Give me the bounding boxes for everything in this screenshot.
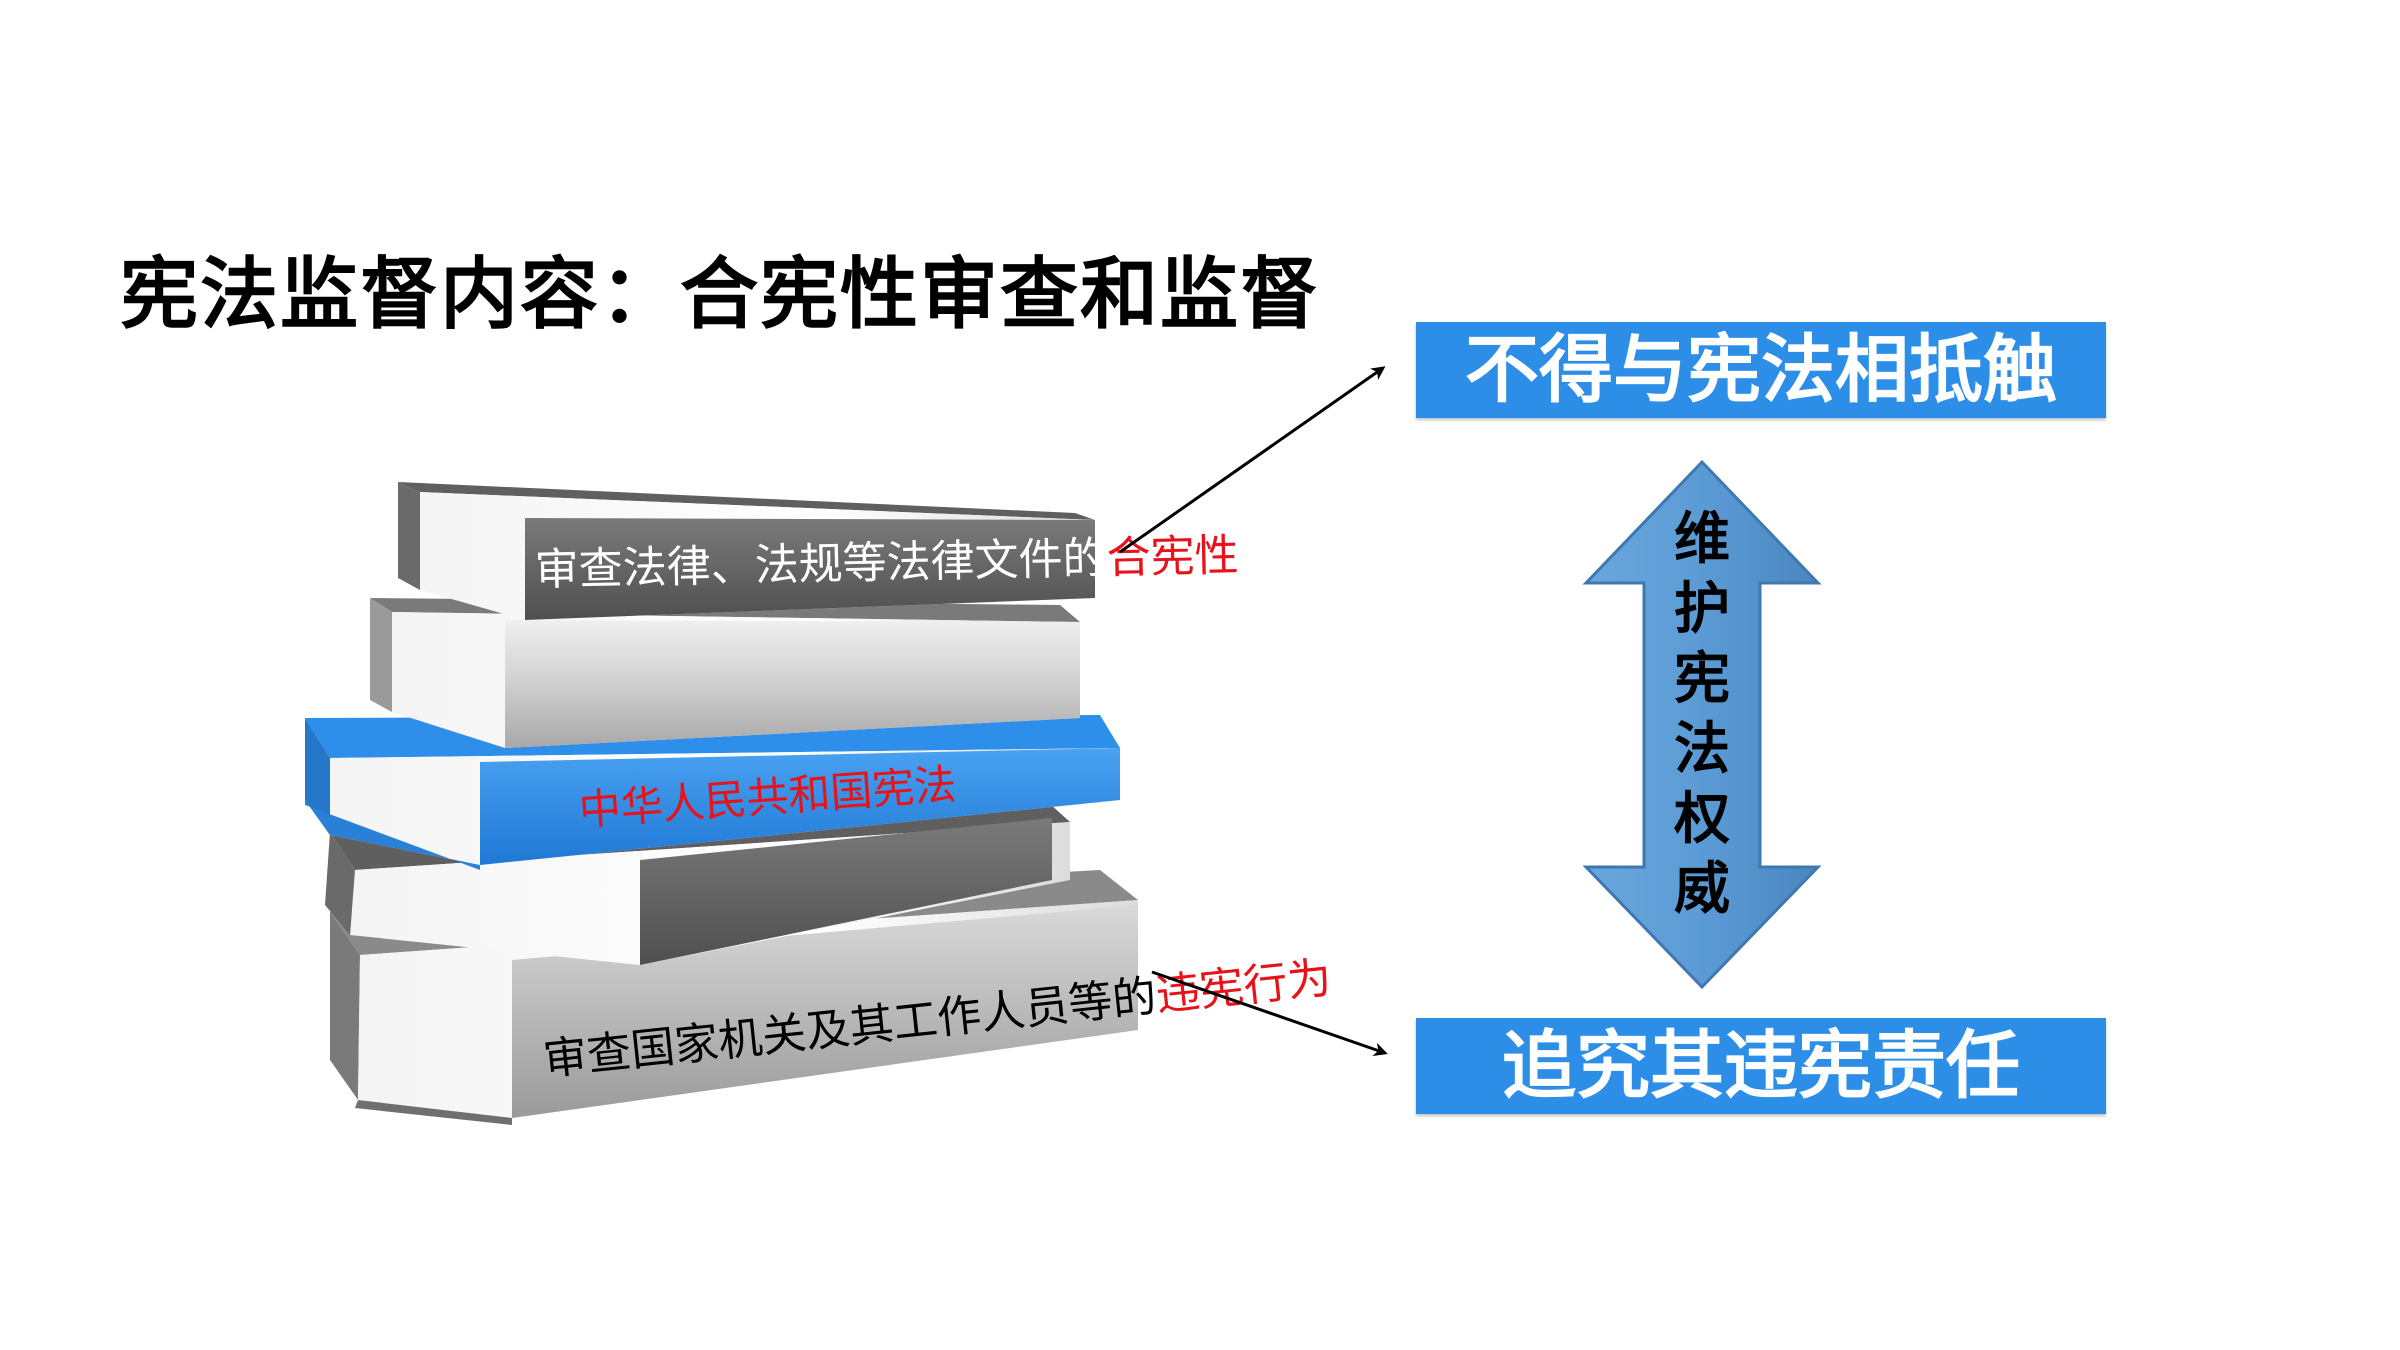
book-second: [370, 598, 1080, 748]
arrow-label-char: 法: [1674, 717, 1730, 782]
slide-title: 宪法监督内容：合宪性审查和监督: [120, 250, 1321, 340]
arrow-to-bottom-box: [1151, 970, 1388, 1056]
arrow-label-char: 护: [1674, 577, 1730, 642]
arrow-label-char: 威: [1674, 857, 1730, 922]
outcome-top-box: 不得与宪法相抵触: [1416, 322, 2106, 418]
arrow-to-top-box: [1119, 366, 1386, 554]
book-top: [398, 482, 1095, 620]
arrow-label-char: 维: [1674, 507, 1730, 572]
arrow-label: 维 护 宪 法 权 威: [1662, 505, 1742, 925]
book-top-label: 审查法律、法规等法律文件的合宪性: [534, 530, 1239, 596]
double-arrow-icon: [1582, 459, 1822, 990]
outcome-bottom-box: 追究其违宪责任: [1416, 1018, 2106, 1114]
arrow-label-char: 权: [1674, 787, 1730, 852]
arrow-label-char: 宪: [1674, 647, 1730, 712]
